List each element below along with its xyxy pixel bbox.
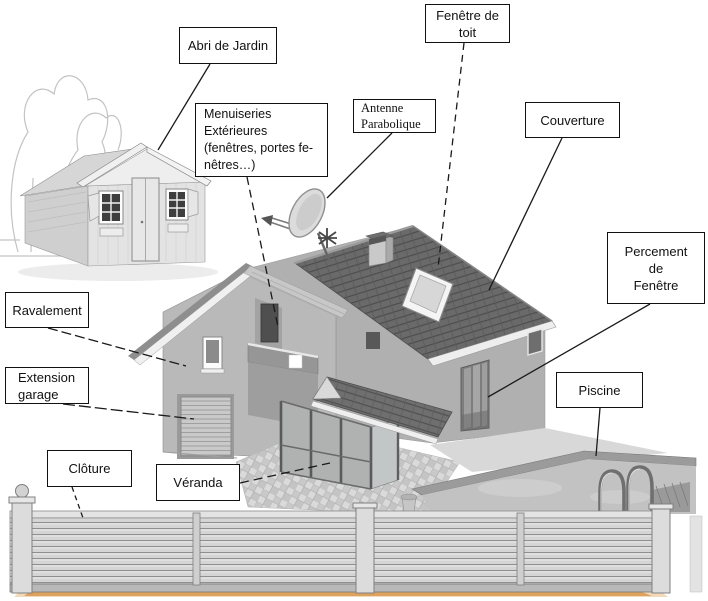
tall-dark-window — [260, 303, 279, 343]
pool-apron — [430, 428, 668, 472]
label-piscine: Piscine — [556, 372, 643, 408]
right-wall-window — [527, 328, 543, 356]
ground-strip — [24, 592, 652, 596]
label-abri-de-jardin: Abri de Jardin — [179, 27, 277, 64]
leader-line-extension — [62, 403, 195, 420]
fence-post-left — [8, 484, 36, 594]
shed-door — [131, 177, 160, 262]
shed-window-right — [165, 188, 199, 233]
label-veranda: Véranda — [156, 464, 240, 501]
chimney — [365, 231, 394, 267]
label-menuiseries-exterieures: Menuiseries Extérieures (fenêtres, porte… — [195, 103, 328, 177]
fence-post-middle — [352, 502, 378, 594]
fence-post-right — [648, 503, 674, 594]
label-fenetre-de-toit: Fenêtre de toit — [425, 4, 510, 43]
roof-window — [401, 267, 454, 323]
leader-line-cloture — [71, 486, 84, 519]
label-ravalement: Ravalement — [5, 292, 89, 328]
leader-line-piscine — [595, 407, 601, 457]
planter-pot — [400, 493, 418, 513]
fence — [8, 484, 703, 597]
leader-line-antenne — [326, 132, 393, 199]
leader-line-ravalement — [47, 327, 187, 367]
leader-line-fenetre-toit — [437, 42, 465, 269]
upstairs-window — [200, 336, 225, 374]
shed-window-left — [87, 190, 124, 237]
leader-line-couverture — [488, 137, 563, 291]
label-antenne-parabolique: Antenne Parabolique — [353, 99, 436, 133]
satellite-dish — [261, 188, 337, 263]
veranda-structure — [279, 376, 453, 490]
label-percement-de-fenetre: Percement de Fenêtre — [607, 232, 705, 304]
leader-line-veranda — [239, 462, 331, 484]
small-dark-window — [366, 332, 380, 349]
leader-line-abri — [157, 63, 211, 151]
leader-line-percement — [487, 303, 651, 398]
leader-lines — [47, 42, 651, 519]
label-couverture: Couverture — [525, 102, 620, 138]
balcony — [247, 342, 319, 375]
garden-shed — [18, 142, 218, 281]
pool — [400, 450, 697, 516]
sliding-glass-door — [460, 359, 490, 432]
label-extension-garage: Extension garage — [5, 367, 89, 404]
dish-mount — [318, 228, 337, 248]
pool-ladder — [598, 465, 654, 516]
garage-door — [177, 394, 234, 459]
label-cloture: Clôture — [47, 450, 132, 487]
